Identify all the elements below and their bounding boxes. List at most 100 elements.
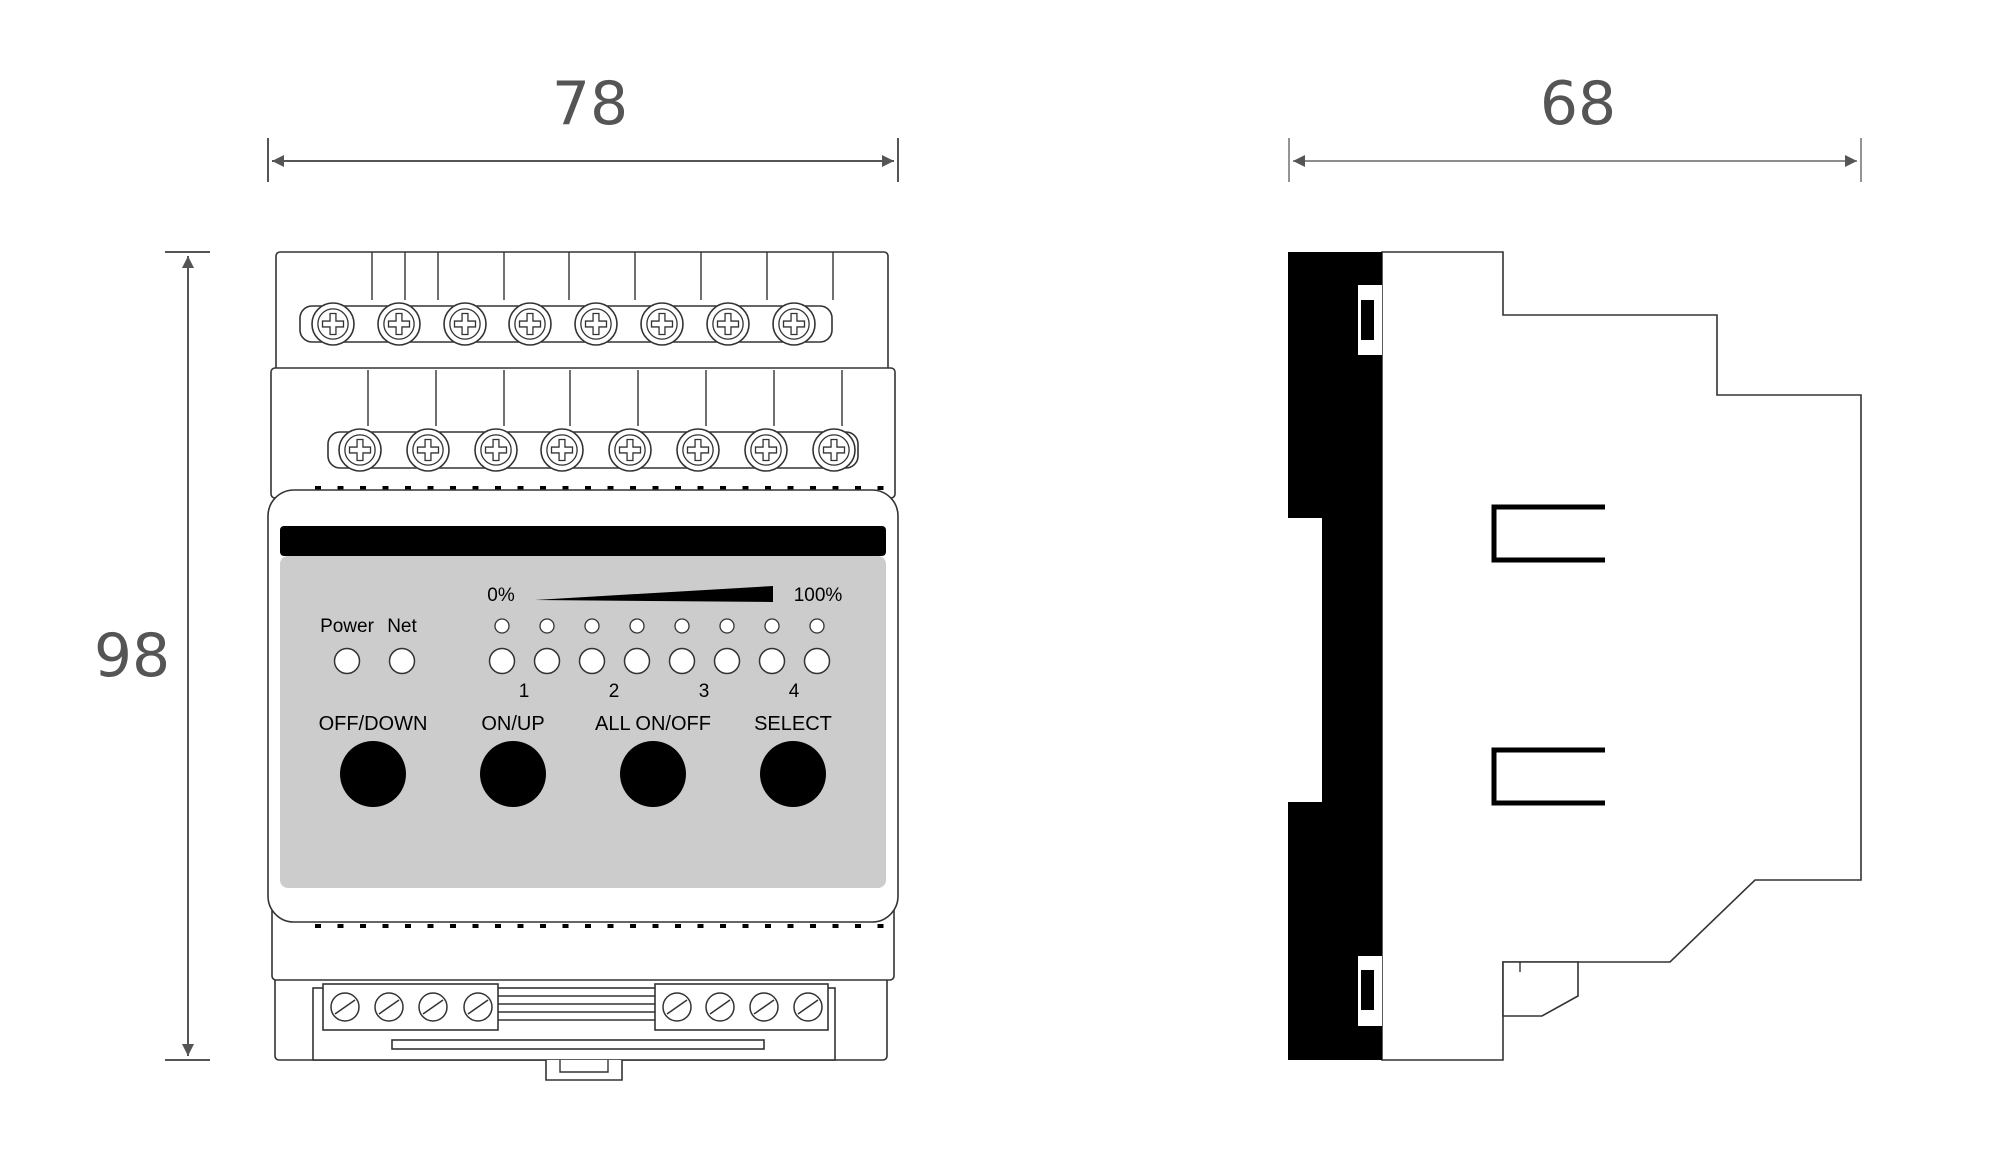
upper-terminal-screw — [640, 302, 684, 346]
channel-label: 1 — [519, 681, 530, 702]
lower-terminal-screw — [406, 428, 450, 472]
vent-dot — [562, 924, 569, 928]
vent-dot — [630, 924, 636, 928]
vent-dot — [877, 924, 884, 928]
vent-dot — [765, 924, 771, 928]
off-down-button[interactable] — [340, 741, 406, 807]
channel-led — [578, 647, 606, 675]
upper-terminal-screw — [377, 302, 421, 346]
vent-dot — [405, 486, 411, 490]
vent-dot — [697, 924, 704, 928]
vent-dot — [697, 486, 704, 490]
vent-dot — [495, 486, 501, 490]
vent-dot — [855, 924, 861, 928]
channel-label: 3 — [699, 681, 710, 702]
vent-dot — [652, 486, 659, 490]
side-depth-label: 68 — [1540, 69, 1616, 139]
vent-dot — [787, 924, 794, 928]
bottom-terminal-screw — [374, 992, 404, 1022]
vent-dot — [517, 486, 524, 490]
vent-dot — [855, 486, 861, 490]
vent-dot — [630, 486, 636, 490]
upper-terminal-screw — [772, 302, 816, 346]
vent-dot — [675, 486, 681, 490]
level-led — [494, 618, 510, 634]
bottom-terminal-screw — [418, 992, 448, 1022]
scale-max-label: 100% — [794, 585, 843, 606]
channel-led — [803, 647, 831, 675]
select-button-label: SELECT — [754, 713, 832, 735]
scale-ramp — [535, 586, 773, 602]
clip-slot-top-inner — [1361, 300, 1374, 340]
all-on-off-button-label: ALL ON/OFF — [595, 713, 711, 735]
side-body — [1381, 251, 1862, 1061]
side-latch — [1502, 961, 1579, 1017]
vent-dot — [607, 486, 614, 490]
panel-header-bar — [280, 526, 886, 556]
din-rail-clip — [1288, 252, 1382, 1060]
vent-dot — [337, 924, 344, 928]
vent-dot — [585, 924, 591, 928]
height-label: 98 — [94, 621, 170, 691]
vent-dot — [382, 924, 389, 928]
vent-dot — [652, 924, 659, 928]
channel-led — [668, 647, 696, 675]
net-label: Net — [387, 616, 417, 637]
level-led — [584, 618, 600, 634]
vent-dot — [832, 486, 839, 490]
vent-dot — [787, 486, 794, 490]
upper-terminal-screw — [706, 302, 750, 346]
lower-terminal-screw — [608, 428, 652, 472]
vent-dot — [517, 924, 524, 928]
lower-terminal-screw — [676, 428, 720, 472]
vent-dot — [675, 924, 681, 928]
vent-dot — [810, 924, 816, 928]
level-led — [764, 618, 780, 634]
vent-dot — [427, 924, 434, 928]
vent-dot — [832, 924, 839, 928]
level-led — [809, 618, 825, 634]
on-up-button[interactable] — [480, 741, 546, 807]
side-vent-bottom — [1491, 747, 1605, 806]
level-led — [674, 618, 690, 634]
vent-dot — [877, 486, 884, 490]
lower-terminal-screw — [744, 428, 788, 472]
vent-dot — [765, 486, 771, 490]
bottom-terminal-screw — [463, 992, 493, 1022]
vent-dot — [450, 924, 456, 928]
vent-dot — [382, 486, 389, 490]
vent-dot — [540, 924, 546, 928]
lower-terminal-screw — [540, 428, 584, 472]
level-led — [719, 618, 735, 634]
off-down-button-label: OFF/DOWN — [319, 713, 428, 735]
vent-dot — [585, 486, 591, 490]
vent-dot — [720, 486, 726, 490]
channel-led — [713, 647, 741, 675]
channel-led — [758, 647, 786, 675]
bottom-terminal-screw — [749, 992, 779, 1022]
vent-dot — [405, 924, 411, 928]
vent-dot — [360, 486, 366, 490]
front-width-label: 78 — [552, 69, 628, 139]
vent-dot — [720, 924, 726, 928]
scale-min-label: 0% — [487, 585, 515, 606]
vent-dot — [315, 486, 321, 490]
channel-led — [533, 647, 561, 675]
upper-terminal-screw — [311, 302, 355, 346]
all-on-off-button[interactable] — [620, 741, 686, 807]
select-button[interactable] — [760, 741, 826, 807]
lower-terminal-screw — [812, 428, 856, 472]
vent-dot — [562, 486, 569, 490]
lower-terminal-screw — [338, 428, 382, 472]
side-depth-dimension: 68 — [1288, 69, 1862, 182]
channel-label: 2 — [609, 681, 620, 702]
side-vent-top — [1491, 504, 1605, 563]
vent-dot — [742, 486, 749, 490]
vent-dot — [742, 924, 749, 928]
vent-dot — [472, 486, 479, 490]
vent-dot — [427, 486, 434, 490]
vent-dot — [315, 924, 321, 928]
power-label: Power — [320, 616, 375, 637]
